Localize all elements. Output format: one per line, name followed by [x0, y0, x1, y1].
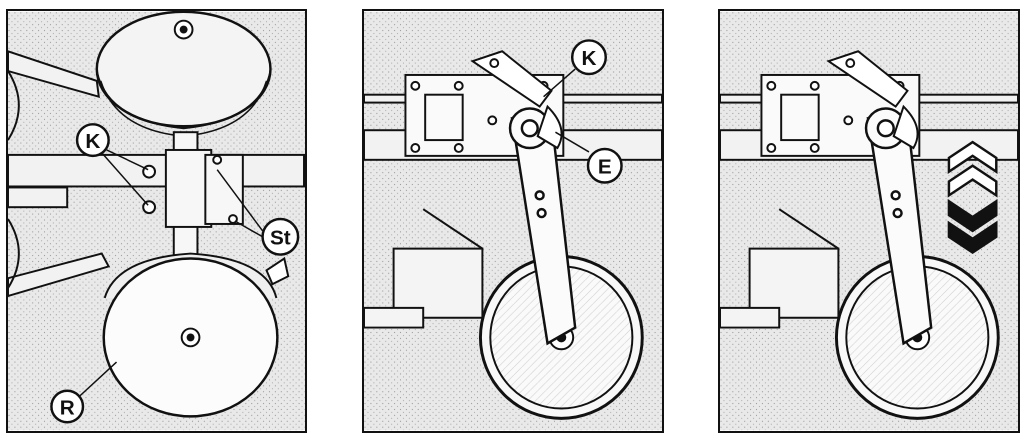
frame-bars [8, 50, 305, 298]
arrow-up-icon [947, 140, 998, 198]
side-view-drawing: K E [364, 11, 662, 431]
callout-k-label: K [85, 130, 100, 153]
panel-side-view-adjustment [718, 9, 1020, 433]
top-view-drawing: K St R [8, 11, 305, 431]
panel-top-view: K St R [6, 9, 307, 433]
callout-r: R [50, 389, 85, 424]
adjustment-drawing [720, 11, 1018, 431]
swing-arm-3 [864, 107, 933, 346]
callout-k-left: K [75, 123, 110, 158]
callout-k2-label: K [581, 47, 596, 70]
left-wheel-edge-top [8, 70, 20, 141]
callout-st: St [261, 217, 300, 256]
vertical-tube [164, 131, 244, 270]
callout-r-label: R [60, 396, 75, 419]
lower-wheel [102, 252, 290, 418]
leader-lines [78, 149, 264, 398]
panel-side-view-wheel: K E [362, 9, 664, 433]
callout-e-label: E [598, 156, 612, 179]
arrow-down-icon [947, 198, 998, 255]
callout-e: E [586, 147, 623, 184]
upper-wheel [95, 11, 272, 137]
latch-lever [470, 50, 563, 150]
leader-lines-2 [543, 68, 590, 153]
latch-lever-3 [826, 50, 919, 150]
left-wheel-edge-bottom [8, 218, 20, 289]
callout-k-right: K [570, 39, 607, 76]
callout-st-label: St [270, 227, 291, 250]
